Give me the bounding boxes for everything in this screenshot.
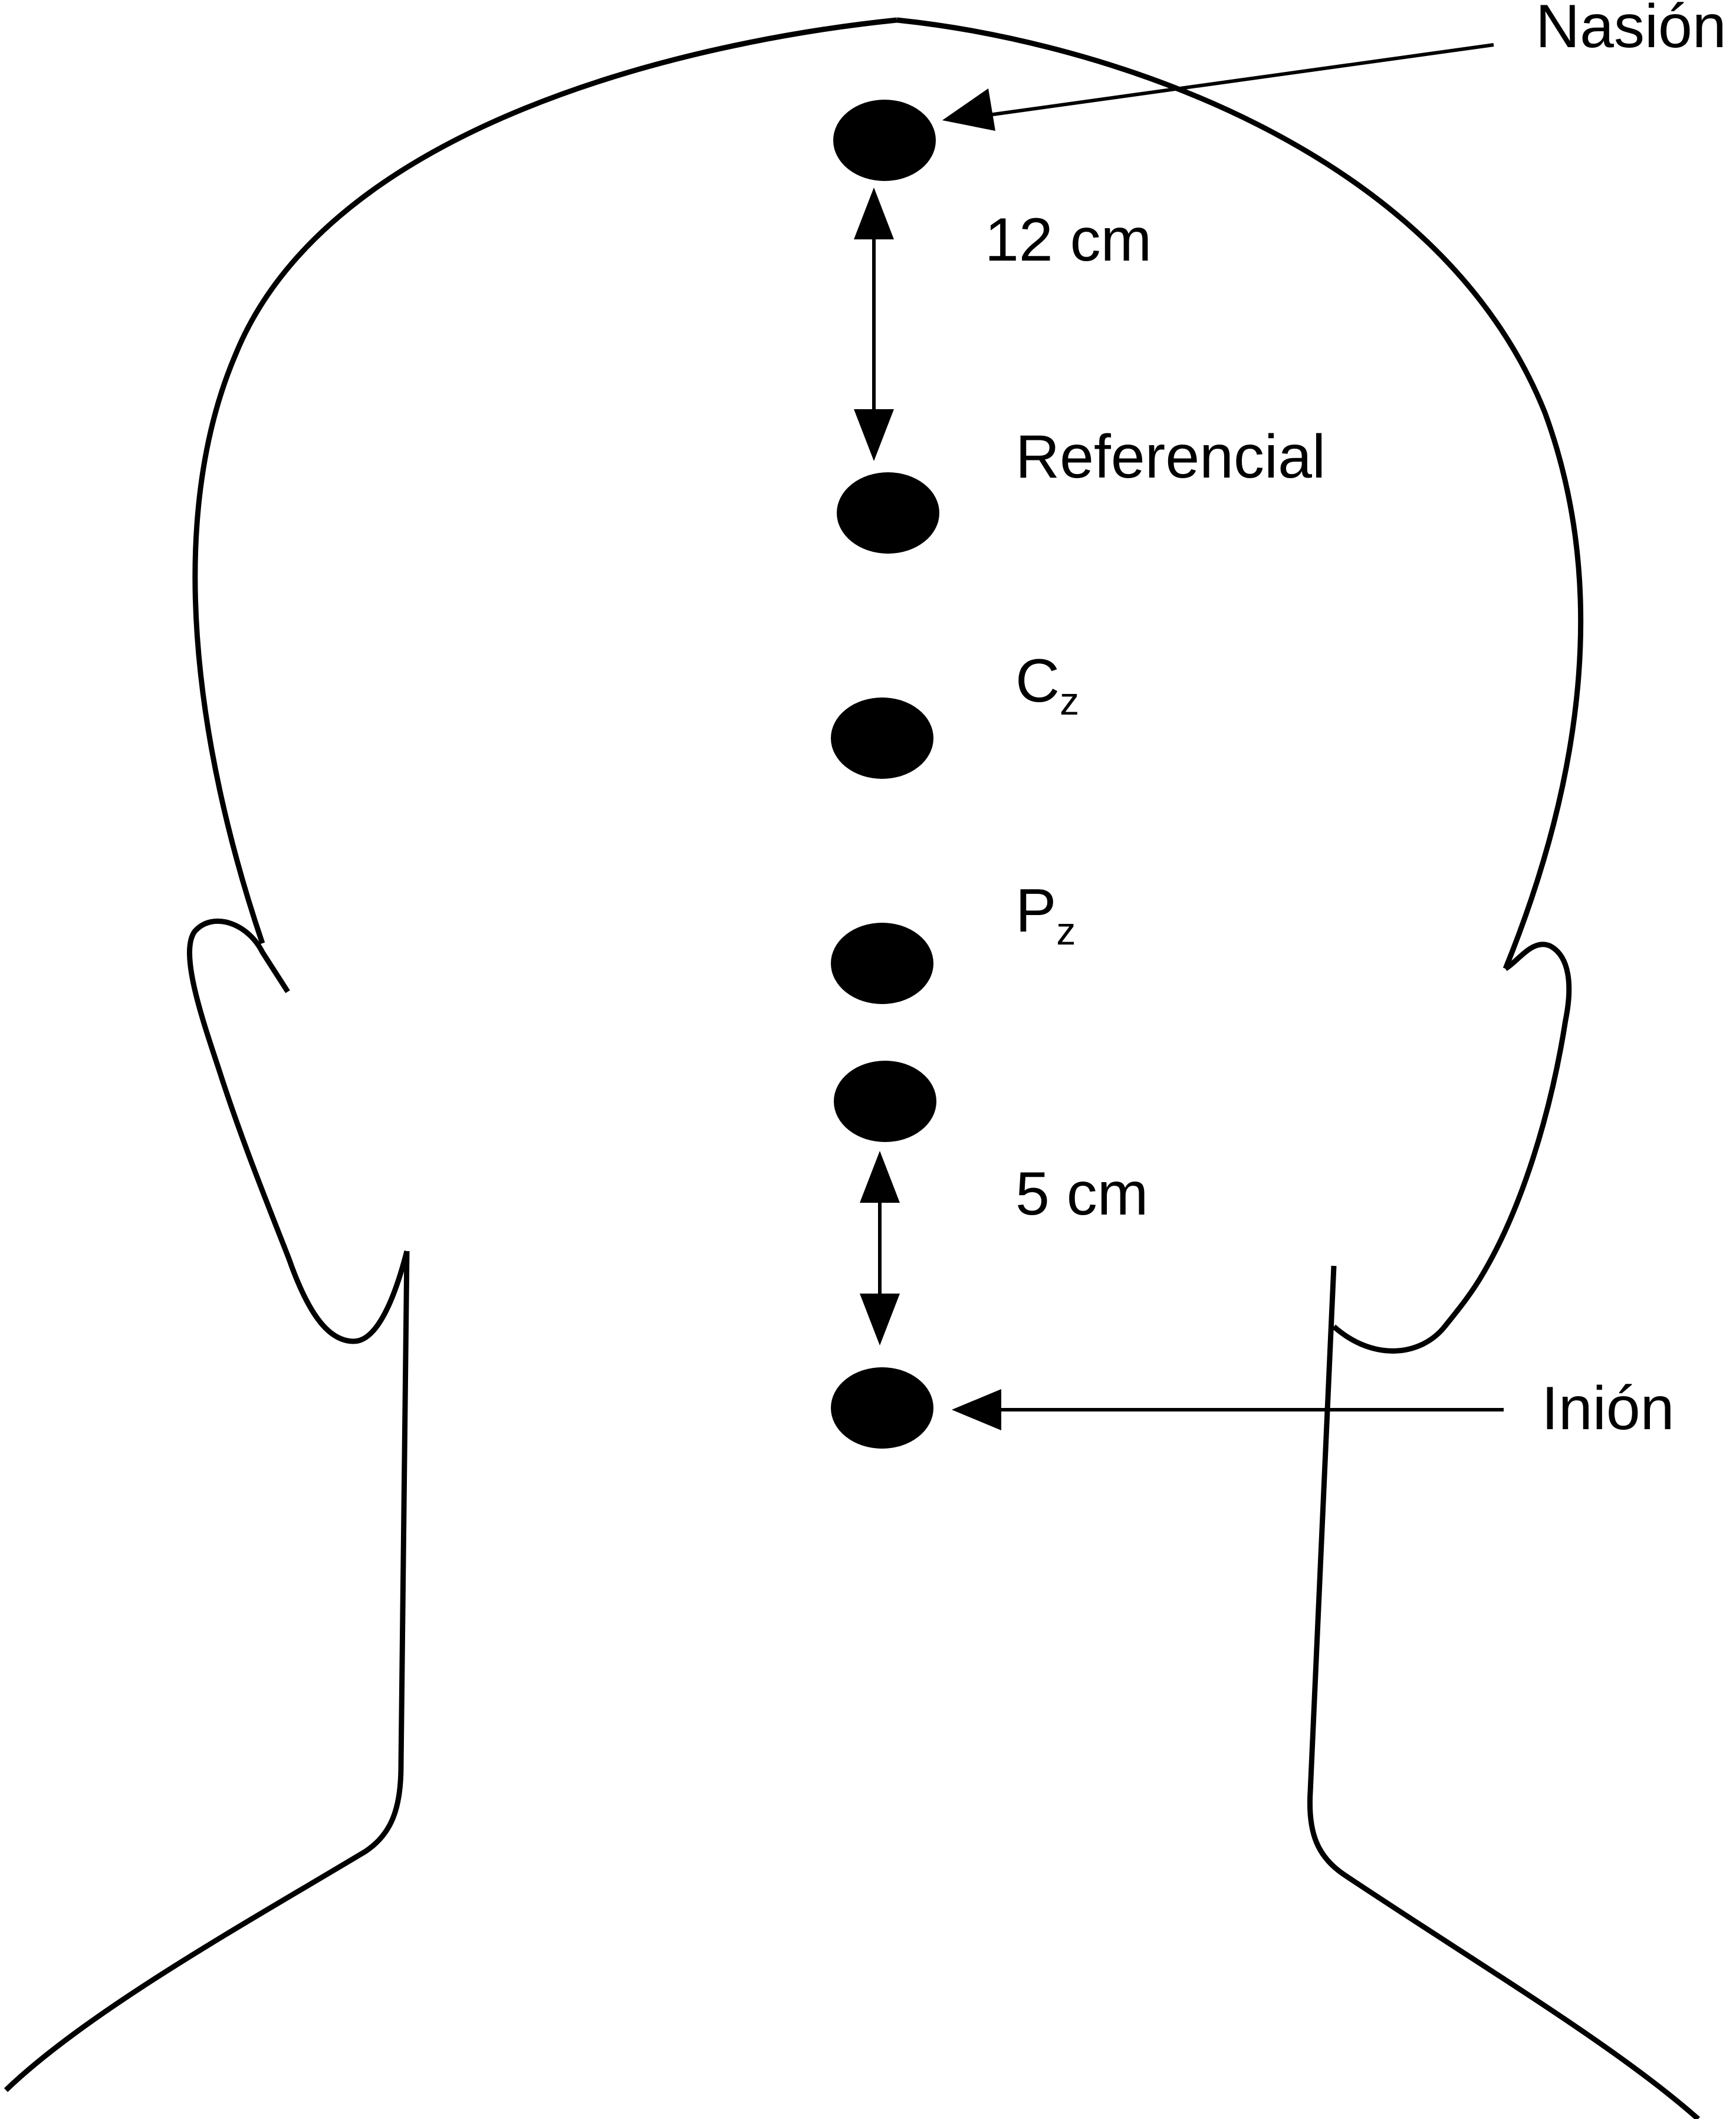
electrode-pz xyxy=(831,923,933,1004)
nasion-pointer-arrow xyxy=(942,43,1494,131)
label-inion: Inión xyxy=(1541,1374,1675,1443)
electrode-inion xyxy=(831,1367,933,1449)
label-cz: Cz xyxy=(1015,647,1079,723)
electrode-referencial xyxy=(837,472,939,554)
head-outline xyxy=(192,17,897,945)
left-ear xyxy=(186,919,410,1344)
label-pz-letter: P xyxy=(1015,877,1056,945)
neck-left xyxy=(4,1251,410,2092)
label-distance-12cm: 12 cm xyxy=(985,206,1152,274)
label-nasion: Nasión xyxy=(1536,0,1727,61)
electrode-cz xyxy=(831,697,933,779)
electrode-nasion xyxy=(833,100,936,181)
distance-arrow-12cm xyxy=(854,187,894,461)
label-pz: Pz xyxy=(1015,877,1076,953)
inion-pointer-arrow xyxy=(952,1389,1504,1430)
electrode-lower xyxy=(834,1061,936,1142)
right-ear xyxy=(1332,942,1572,1354)
label-cz-subscript: z xyxy=(1060,679,1079,723)
label-referencial: Referencial xyxy=(1015,423,1326,491)
neck-right xyxy=(1307,1265,1700,2119)
label-distance-5cm: 5 cm xyxy=(1015,1160,1148,1228)
label-cz-letter: C xyxy=(1015,647,1060,715)
distance-arrow-5cm xyxy=(860,1151,900,1345)
head-outline-right xyxy=(896,17,1584,970)
label-pz-subscript: z xyxy=(1056,909,1076,953)
